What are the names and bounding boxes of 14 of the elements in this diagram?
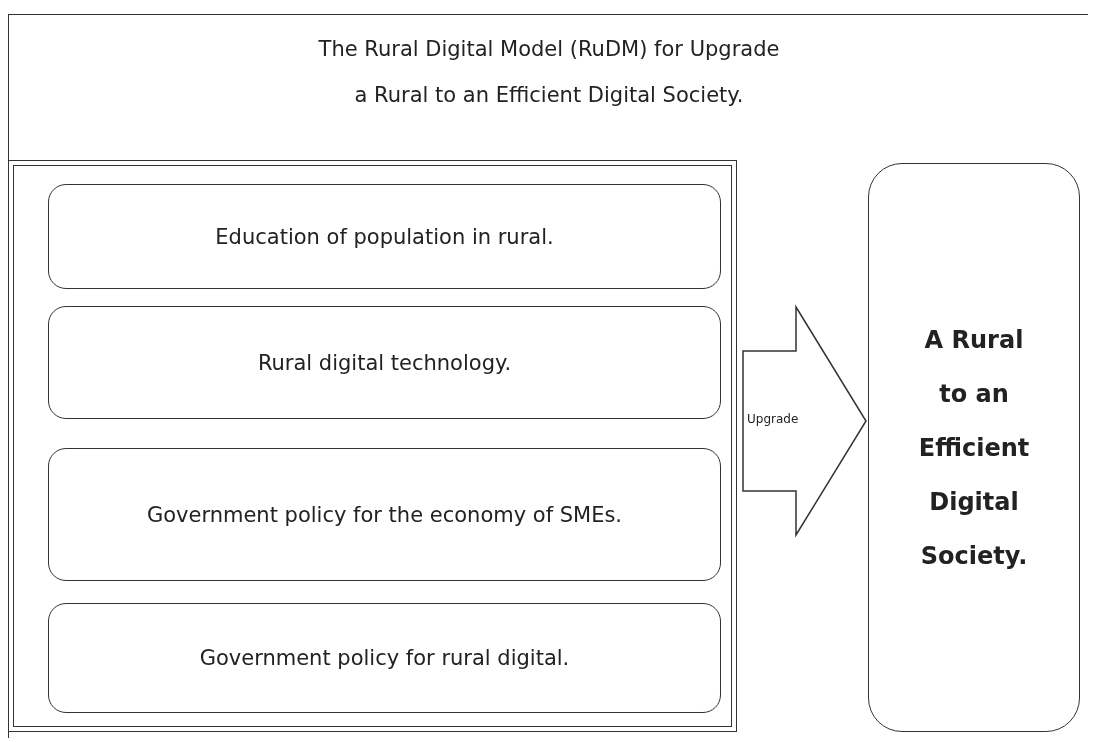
box-text: Rural digital technology.: [257, 349, 512, 377]
rounded-box: [48, 448, 721, 581]
result-box: [868, 163, 1080, 732]
edge-label: Upgrade: [747, 412, 799, 426]
box-text: Government policy for rural digital.: [199, 645, 570, 672]
box-text: A Rural to an Efficient Digital Society.: [917, 324, 1031, 572]
diagram-title: The Rural Digital Model (RuDM) for Upgrade a Rural to an Efficient Digital Society.: [317, 36, 781, 109]
block-arrow: [742, 304, 867, 538]
rounded-box: [48, 184, 721, 289]
box-text: Government policy for the economy of SMEs.: [146, 501, 623, 529]
rounded-box: [48, 603, 721, 713]
container-box: [8, 160, 737, 732]
rounded-box: [48, 306, 721, 419]
box-text: Education of population in rural.: [215, 223, 554, 251]
